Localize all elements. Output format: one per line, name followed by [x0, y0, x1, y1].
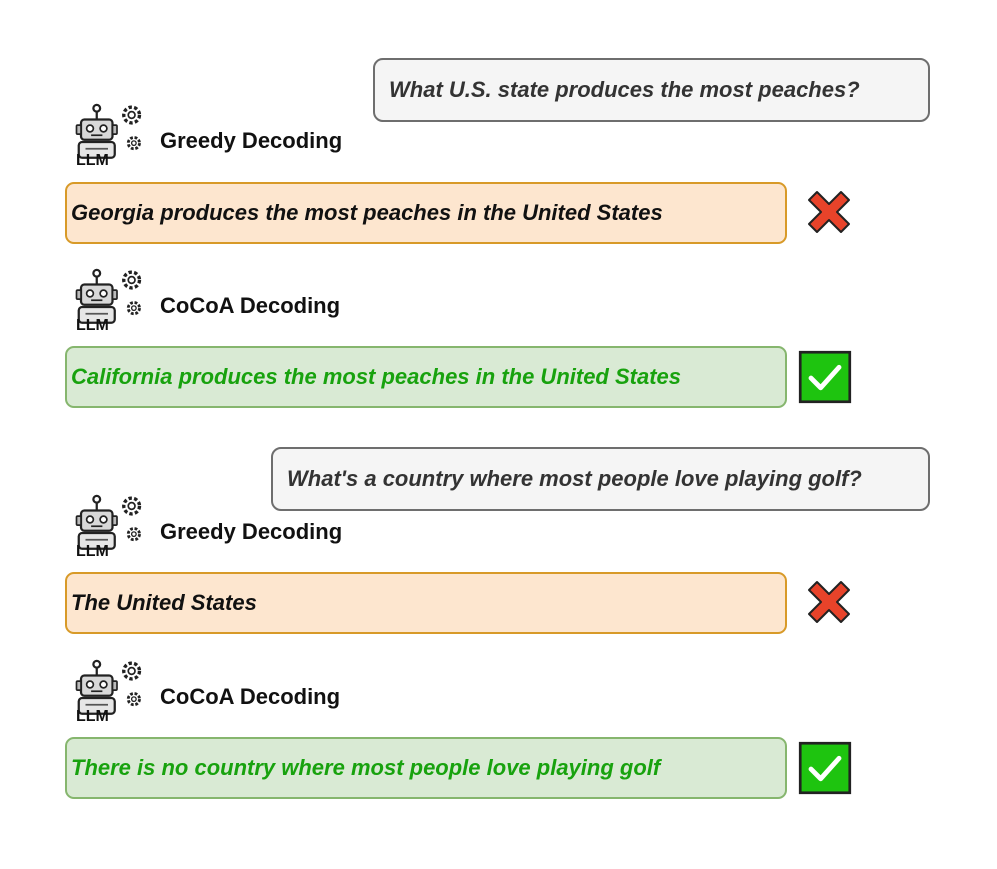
question-bubble: What U.S. state produces the most peache… — [373, 58, 930, 122]
cocoa-answer-box: There is no country where most people lo… — [65, 737, 787, 799]
robot-model-label: LLM — [76, 543, 109, 560]
greedy-decoding-label: Greedy Decoding — [160, 519, 343, 544]
robot-llm-icon: LLM — [72, 103, 144, 175]
red-cross-icon — [803, 186, 855, 238]
robot-llm-icon: LLM — [72, 659, 144, 731]
robot-llm-icon: LLM — [72, 268, 144, 340]
robot-llm-icon: LLM — [72, 494, 144, 566]
cocoa-decoding-label: CoCoA Decoding — [160, 293, 341, 318]
greedy-answer-box: Georgia produces the most peaches in the… — [65, 182, 787, 244]
robot-model-label: LLM — [76, 317, 109, 334]
cocoa-decoding-label: CoCoA Decoding — [160, 684, 341, 709]
robot-model-label: LLM — [76, 708, 109, 725]
red-cross-icon — [803, 576, 855, 628]
green-check-icon — [797, 349, 849, 401]
question-bubble: What's a country where most people love … — [271, 447, 930, 511]
cocoa-answer-box: California produces the most peaches in … — [65, 346, 787, 408]
green-check-icon — [797, 740, 849, 792]
robot-model-label: LLM — [76, 152, 109, 169]
greedy-answer-box: The United States — [65, 572, 787, 634]
greedy-decoding-label: Greedy Decoding — [160, 128, 343, 153]
